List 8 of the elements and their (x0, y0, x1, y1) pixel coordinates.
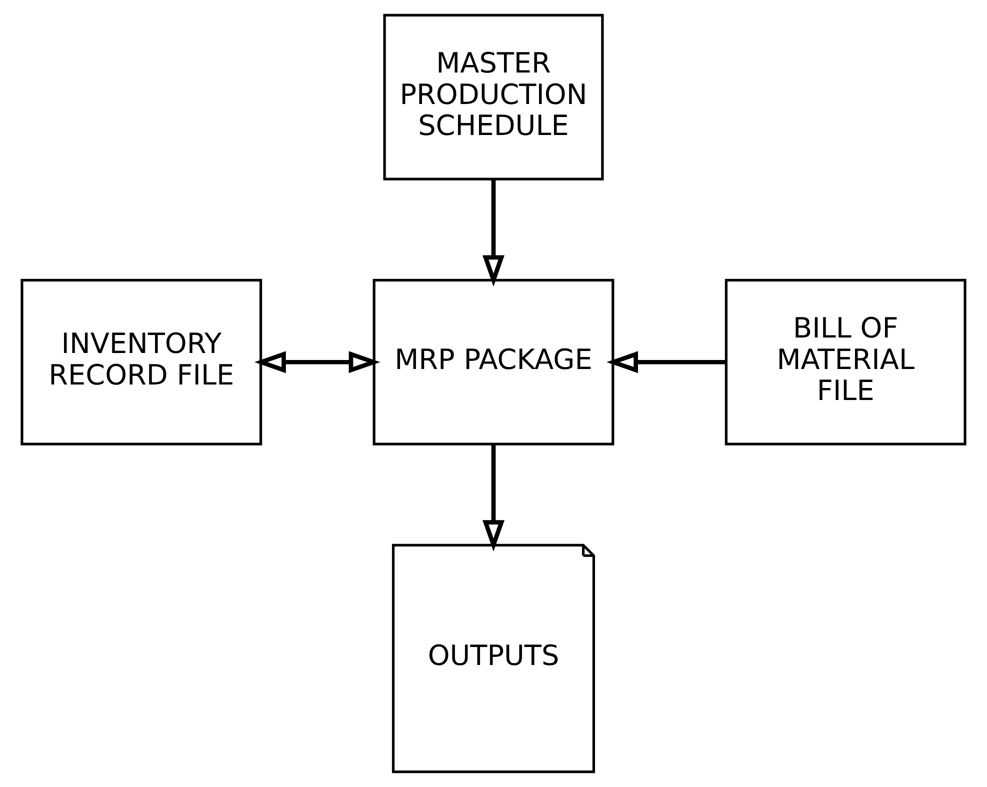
node-box: MASTER PRODUCTION SCHEDULE (383, 14, 604, 180)
node-box: INVENTORY RECORD FILE (20, 278, 262, 446)
arrow (606, 351, 726, 374)
arrow (482, 180, 504, 287)
node-box: BILL OF MATERIAL FILE (724, 278, 966, 446)
node-box: MRP PACKAGE (372, 278, 614, 446)
arrow (254, 351, 380, 374)
arrow (482, 444, 504, 552)
